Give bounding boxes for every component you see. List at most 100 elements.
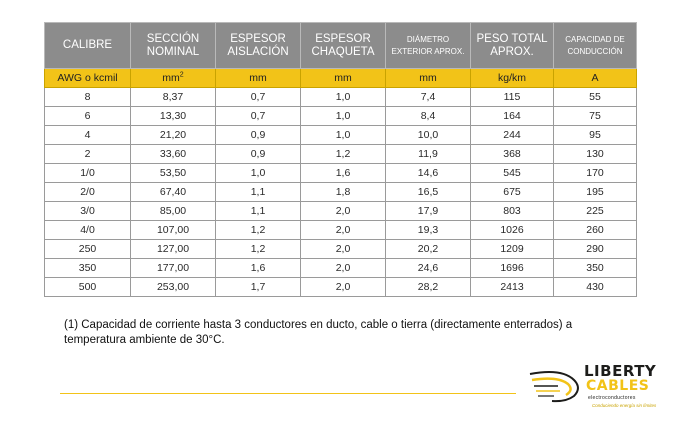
table-cell: 2,0	[300, 258, 386, 278]
column-header: CALIBRE	[44, 22, 131, 69]
table-cell: 0,9	[215, 144, 301, 164]
table-cell: 6	[44, 106, 131, 126]
table-cell: 0,9	[215, 125, 301, 145]
table-cell: 2,0	[300, 277, 386, 297]
table-cell: 8,37	[130, 87, 216, 107]
table-cell: 85,00	[130, 201, 216, 221]
table-cell: 67,40	[130, 182, 216, 202]
table-cell: 17,9	[385, 201, 471, 221]
table-cell: 1026	[470, 220, 554, 240]
column-header: ESPESOR AISLACIÓN	[215, 22, 301, 69]
table-cell: 2/0	[44, 182, 131, 202]
table-cell: 177,00	[130, 258, 216, 278]
table-cell: 1/0	[44, 163, 131, 183]
column-header: ESPESOR CHAQUETA	[300, 22, 386, 69]
table-cell: 8,4	[385, 106, 471, 126]
table-cell: 350	[44, 258, 131, 278]
table-cell: 1,0	[215, 163, 301, 183]
table-cell: 1,8	[300, 182, 386, 202]
table-cell: 2,0	[300, 220, 386, 240]
footer-divider	[60, 393, 516, 394]
table-cell: 1,6	[300, 163, 386, 183]
table-cell: 1,1	[215, 182, 301, 202]
table-cell: 1209	[470, 239, 554, 259]
table-cell: 2,0	[300, 239, 386, 259]
table-cell: 1,2	[215, 239, 301, 259]
table-cell: 28,2	[385, 277, 471, 297]
unit-calibre: AWG o kcmil	[44, 68, 131, 88]
table-cell: 290	[553, 239, 637, 259]
table-cell: 0,7	[215, 87, 301, 107]
table-cell: 75	[553, 106, 637, 126]
table-cell: 368	[470, 144, 554, 164]
table-cell: 24,6	[385, 258, 471, 278]
column-header: DIÁMETRO EXTERIOR APROX.	[385, 22, 471, 69]
table-cell: 95	[553, 125, 637, 145]
table-cell: 21,20	[130, 125, 216, 145]
table-cell: 4	[44, 125, 131, 145]
column-header: CAPACIDAD DE CONDUCCIÓN	[553, 22, 637, 69]
unit-seccion-exponent: 2	[179, 71, 184, 79]
table-cell: 0,7	[215, 106, 301, 126]
table-cell: 10,0	[385, 125, 471, 145]
liberty-cables-logo: LIBERTY CABLES electroconductores Conduc…	[528, 360, 662, 412]
unit-chaqueta: mm	[300, 68, 386, 88]
logo-word-liberty: LIBERTY	[584, 362, 657, 380]
table-cell: 7,4	[385, 87, 471, 107]
table-cell: 1,7	[215, 277, 301, 297]
table-cell: 11,9	[385, 144, 471, 164]
column-header: PESO TOTAL APROX.	[470, 22, 554, 69]
table-cell: 55	[553, 87, 637, 107]
table-cell: 19,3	[385, 220, 471, 240]
table-cell: 1,6	[215, 258, 301, 278]
cable-swoosh-icon	[529, 371, 579, 403]
table-cell: 4/0	[44, 220, 131, 240]
units-row: AWG o kcmil mm2 mm mm mm kg/km A	[44, 68, 637, 88]
table-cell: 170	[553, 163, 637, 183]
table-cell: 16,5	[385, 182, 471, 202]
table-cell: 164	[470, 106, 554, 126]
table-cell: 1,0	[300, 106, 386, 126]
table-cell: 3/0	[44, 201, 131, 221]
table-cell: 130	[553, 144, 637, 164]
table-cell: 1696	[470, 258, 554, 278]
table-cell: 195	[553, 182, 637, 202]
table-cell: 500	[44, 277, 131, 297]
unit-diametro: mm	[385, 68, 471, 88]
table-cell: 107,00	[130, 220, 216, 240]
table-cell: 2413	[470, 277, 554, 297]
table-cell: 545	[470, 163, 554, 183]
logo-slogan: Conduciendo energía sin límites	[592, 403, 657, 408]
table-cell: 225	[553, 201, 637, 221]
unit-capacidad: A	[553, 68, 637, 88]
table-cell: 13,30	[130, 106, 216, 126]
table-cell: 8	[44, 87, 131, 107]
table-cell: 2	[44, 144, 131, 164]
unit-seccion-base: mm	[162, 72, 180, 84]
table-cell: 350	[553, 258, 637, 278]
table-cell: 14,6	[385, 163, 471, 183]
logo-word-cables: CABLES	[586, 378, 650, 394]
unit-peso: kg/km	[470, 68, 554, 88]
table-cell: 1,1	[215, 201, 301, 221]
table-cell: 244	[470, 125, 554, 145]
table-cell: 1,2	[300, 144, 386, 164]
table-cell: 53,50	[130, 163, 216, 183]
table-cell: 430	[553, 277, 637, 297]
table-cell: 20,2	[385, 239, 471, 259]
table-cell: 1,0	[300, 125, 386, 145]
unit-aislacion: mm	[215, 68, 301, 88]
table-cell: 250	[44, 239, 131, 259]
table-cell: 803	[470, 201, 554, 221]
column-header: SECCIÓN NOMINAL	[130, 22, 216, 69]
